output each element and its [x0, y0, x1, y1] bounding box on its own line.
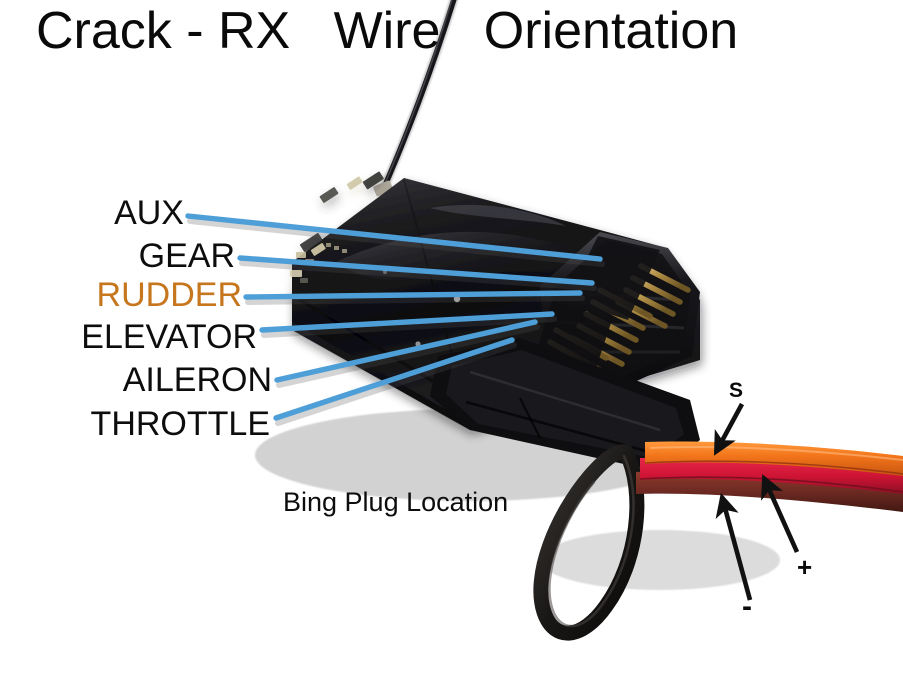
channel-label-gear: GEAR — [138, 237, 235, 275]
wire-label-negative: - — [742, 590, 752, 623]
channel-label-elevator: ELEVATOR — [81, 318, 257, 356]
channel-label-aux: AUX — [114, 194, 184, 232]
bind-plug-caption: Bing Plug Location — [283, 487, 509, 517]
wire-label-signal: S — [729, 379, 744, 402]
bind-plug-wire-loop — [533, 444, 645, 641]
channel-label-throttle: THROTTLE — [90, 405, 270, 443]
channel-label-rudder: RUDDER — [96, 276, 242, 314]
wire-label-positive: + — [797, 552, 813, 582]
three-conductor-servo-lead — [636, 441, 903, 512]
channel-label-aileron: AILERON — [122, 361, 272, 399]
rx-antenna-wire — [373, 0, 459, 197]
page-title: Crack - RX Wire Orientation — [36, 2, 739, 60]
